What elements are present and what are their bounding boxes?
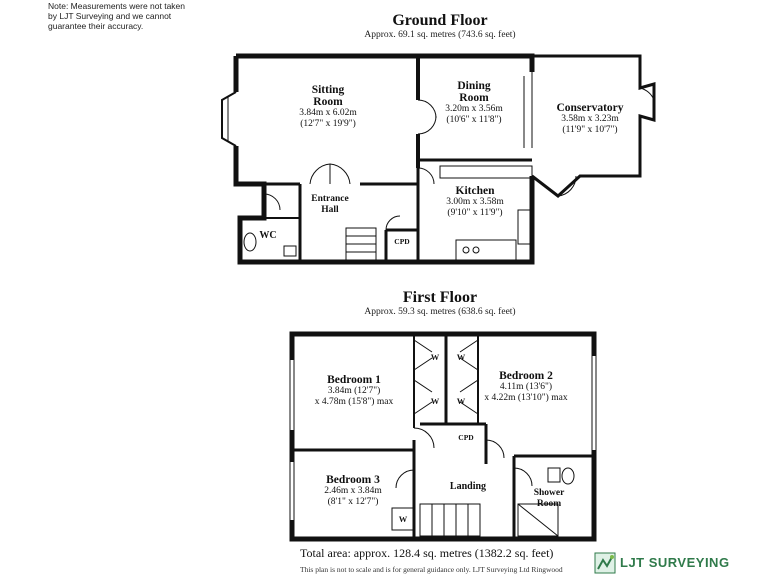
bedroom-3-dim-2: (8'1" x 12'7") xyxy=(327,496,379,507)
first-cpd-label: CPD xyxy=(458,433,474,442)
bedroom-1-dim-1: 3.84m (12'7") xyxy=(327,386,381,396)
dining-room-name-1: Dining xyxy=(457,80,491,92)
first-floor-walls xyxy=(290,334,596,539)
sitting-room-dim-imperial: (12'7" x 19'9") xyxy=(300,118,356,129)
disclaimer: This plan is not to scale and is for gen… xyxy=(300,565,563,574)
conservatory-dim-imperial: (11'9" x 10'7") xyxy=(562,124,618,135)
kitchen-dim-imperial: (9'10" x 11'9") xyxy=(447,207,503,218)
bedroom-3-label: Bedroom 3 2.46m x 3.84m (8'1" x 12'7") xyxy=(310,474,396,507)
bedroom-2-dim-2: x 4.22m (13'10") max xyxy=(484,392,568,403)
ground-floor-walls xyxy=(222,56,654,262)
conservatory-name: Conservatory xyxy=(556,102,624,114)
bedroom-1-name: Bedroom 1 xyxy=(327,374,381,386)
bedroom-2-dim-1: 4.11m (13'6") xyxy=(499,382,553,392)
bedroom-3-name: Bedroom 3 xyxy=(326,474,380,486)
entrance-hall-label: Entrance Hall xyxy=(302,194,358,215)
kitchen-name: Kitchen xyxy=(455,185,495,197)
logo-icon xyxy=(594,552,616,574)
conservatory-dim-metric: 3.58m x 3.23m xyxy=(561,114,619,124)
bedroom-3-dim-1: 2.46m x 3.84m xyxy=(324,486,382,496)
kitchen-dim-metric: 3.00m x 3.58m xyxy=(446,197,504,207)
entrance-hall-name-1: Entrance xyxy=(311,194,349,204)
dining-room-dim-imperial: (10'6" x 11'8") xyxy=(446,114,502,125)
landing-label: Landing xyxy=(449,481,487,492)
bedroom-2-label: Bedroom 2 4.11m (13'6") x 4.22m (13'10")… xyxy=(478,370,574,403)
dining-room-label: Dining Room 3.20m x 3.56m (10'6" x 11'8"… xyxy=(426,80,522,125)
first-floor-title: First Floor xyxy=(402,289,478,306)
sitting-room-dim-metric: 3.84m x 6.02m xyxy=(299,108,357,118)
wardrobe-label-5: W xyxy=(398,514,408,524)
bedroom-2-name: Bedroom 2 xyxy=(499,370,553,382)
note-line-2: by LJT Surveying and we cannot xyxy=(48,11,172,21)
shower-room-name-2: Room xyxy=(536,498,562,509)
dining-room-name-2: Room xyxy=(459,92,489,104)
note-line-1: Note: Measurements were not taken xyxy=(48,1,186,11)
brand-name: LJT SURVEYING xyxy=(620,555,730,570)
kitchen-label: Kitchen 3.00m x 3.58m (9'10" x 11'9") xyxy=(430,185,520,218)
wardrobe-label-4: W xyxy=(456,396,466,406)
ground-floor-title: Ground Floor xyxy=(392,12,488,29)
sitting-room-label: Sitting Room 3.84m x 6.02m (12'7" x 19'9… xyxy=(266,84,390,129)
ground-cpd-label: CPD xyxy=(394,237,410,246)
dining-room-dim-metric: 3.20m x 3.56m xyxy=(445,104,503,114)
conservatory-label: Conservatory 3.58m x 3.23m (11'9" x 10'7… xyxy=(544,102,636,135)
sitting-room-name-1: Sitting xyxy=(311,84,345,96)
bedroom-1-label: Bedroom 1 3.84m (12'7") x 4.78m (15'8") … xyxy=(300,374,408,407)
note-line-3: guarantee their accuracy. xyxy=(48,21,144,31)
measurement-note: Note: Measurements were not taken by LJT… xyxy=(48,1,188,31)
shower-room-name-1: Shower xyxy=(533,488,565,498)
wardrobe-label-3: W xyxy=(456,352,466,362)
wc-label: WC xyxy=(259,230,277,241)
wardrobe-label-1: W xyxy=(430,352,440,362)
bedroom-1-dim-2: x 4.78m (15'8") max xyxy=(314,396,394,407)
ljt-surveying-logo: LJT SURVEYING xyxy=(594,552,764,574)
wardrobe-label-2: W xyxy=(430,396,440,406)
first-floor-area: Approx. 59.3 sq. metres (638.6 sq. feet) xyxy=(364,307,516,317)
shower-room-label: Shower Room xyxy=(526,488,572,509)
sitting-room-name-2: Room xyxy=(313,96,343,108)
total-area: Total area: approx. 128.4 sq. metres (13… xyxy=(300,546,554,560)
ground-floor-area: Approx. 69.1 sq. metres (743.6 sq. feet) xyxy=(364,30,516,40)
entrance-hall-name-2: Hall xyxy=(321,204,339,215)
